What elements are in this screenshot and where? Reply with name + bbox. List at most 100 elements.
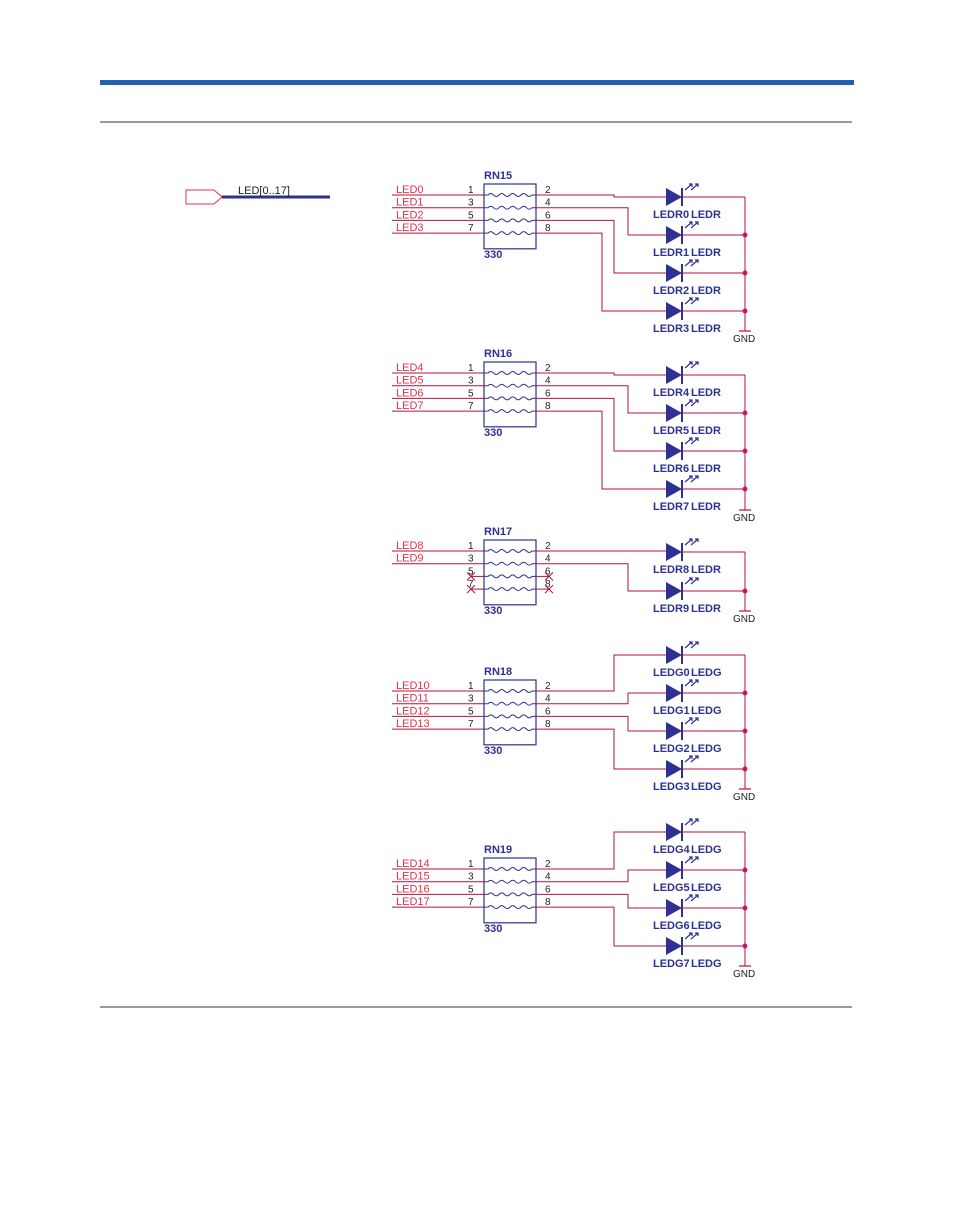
led-suffix-label: LEDG (691, 920, 722, 932)
component-value: 330 (484, 249, 502, 261)
pin-number-out: 6 (545, 388, 551, 399)
bus-port-symbol (185, 189, 223, 205)
net-label: LED17 (396, 896, 430, 908)
pin-number-out: 6 (545, 884, 551, 895)
led-ledg1-triangle (666, 684, 682, 702)
led-ledr9-triangle (666, 582, 682, 600)
led-ledr2-triangle (666, 264, 682, 282)
pin-number-in: 5 (468, 706, 474, 717)
pin-number-out: 2 (545, 859, 551, 870)
net-label: LED8 (396, 540, 424, 552)
led-suffix-label: LEDR (691, 209, 721, 221)
pin-number-out: 6 (545, 706, 551, 717)
resistor-element (484, 905, 536, 910)
led-ledg2-triangle (666, 722, 682, 740)
pin-number-in: 7 (468, 579, 474, 590)
resistor-network-box (483, 539, 537, 606)
led-ledr8-triangle (666, 543, 682, 561)
led-suffix-label: LEDG (691, 781, 722, 793)
led-wire (536, 194, 666, 198)
led-wire (536, 563, 666, 592)
led-wire (536, 692, 666, 705)
led-wire (536, 893, 666, 909)
component-value: 330 (484, 745, 502, 757)
led-ledr0-light-arrows (684, 183, 699, 191)
resistor-element (484, 383, 536, 388)
pin-number-in: 5 (468, 884, 474, 895)
pin-number-out: 8 (545, 401, 551, 412)
resistor-element (484, 409, 536, 414)
pin-number-in: 3 (468, 872, 474, 883)
ground-label: GND (733, 334, 755, 345)
ground-label: GND (733, 792, 755, 803)
led-suffix-label: LEDG (691, 705, 722, 717)
led-label: LEDR8 (653, 564, 689, 576)
led-ledg3-light-arrows (684, 755, 699, 763)
component-value: 330 (484, 605, 502, 617)
header-bar (100, 80, 854, 85)
pin-number-out: 6 (545, 566, 551, 577)
led-label: LEDG4 (653, 844, 691, 856)
pin-number-out: 2 (545, 541, 551, 552)
led-wire (536, 385, 666, 414)
led-ledr6-triangle (666, 442, 682, 460)
led-ledg5-triangle (666, 861, 682, 879)
pin-number-out: 8 (545, 579, 551, 590)
resistor-element (484, 714, 536, 719)
led-ledr0-triangle (666, 188, 682, 206)
resistor-element (484, 574, 536, 579)
resistor-element (484, 587, 536, 592)
led-ledg4-light-arrows (684, 818, 699, 826)
led-suffix-label: LEDG (691, 844, 722, 856)
net-label: LED6 (396, 387, 424, 399)
net-label: LED2 (396, 209, 424, 221)
led-suffix-label: LEDG (691, 958, 722, 970)
pin-number-in: 1 (468, 185, 474, 196)
led-label: LEDR6 (653, 463, 689, 475)
ground-label: GND (733, 614, 755, 625)
led-ledg7-triangle (666, 937, 682, 955)
net-label: LED12 (396, 705, 430, 717)
net-label: LED7 (396, 400, 424, 412)
resistor-element (484, 396, 536, 401)
led-wire (536, 715, 666, 732)
led-ledg6-triangle (666, 899, 682, 917)
led-label: LEDR7 (653, 501, 689, 513)
pin-number-out: 6 (545, 210, 551, 221)
pin-number-in: 1 (468, 859, 474, 870)
bus-label: LED[0..17] (238, 185, 290, 197)
led-ledr8-light-arrows (684, 538, 699, 546)
led-label: LEDR0 (653, 209, 689, 221)
component-ref: RN17 (484, 526, 512, 538)
led-label: LEDR9 (653, 603, 689, 615)
led-ledg2-light-arrows (684, 717, 699, 725)
led-ledr4-light-arrows (684, 361, 699, 369)
led-label: LEDR3 (653, 323, 689, 335)
led-wire (536, 219, 666, 274)
led-ledr5-light-arrows (684, 399, 699, 407)
led-wire (536, 728, 666, 770)
led-label: LEDR2 (653, 285, 689, 297)
led-label: LEDR4 (653, 387, 690, 399)
led-ledr2-light-arrows (684, 259, 699, 267)
resistor-element (484, 701, 536, 706)
led-ledr1-light-arrows (684, 221, 699, 229)
resistor-element (484, 231, 536, 236)
led-label: LEDR1 (653, 247, 689, 259)
led-label: LEDG1 (653, 705, 690, 717)
net-label: LED0 (396, 184, 424, 196)
led-suffix-label: LEDR (691, 425, 721, 437)
net-label: LED1 (396, 197, 424, 209)
resistor-element (484, 193, 536, 197)
pin-number-in: 5 (468, 210, 474, 221)
led-wire (536, 906, 666, 947)
led-label: LEDG0 (653, 667, 690, 679)
net-label: LED5 (396, 375, 424, 387)
resistor-element (484, 371, 536, 375)
